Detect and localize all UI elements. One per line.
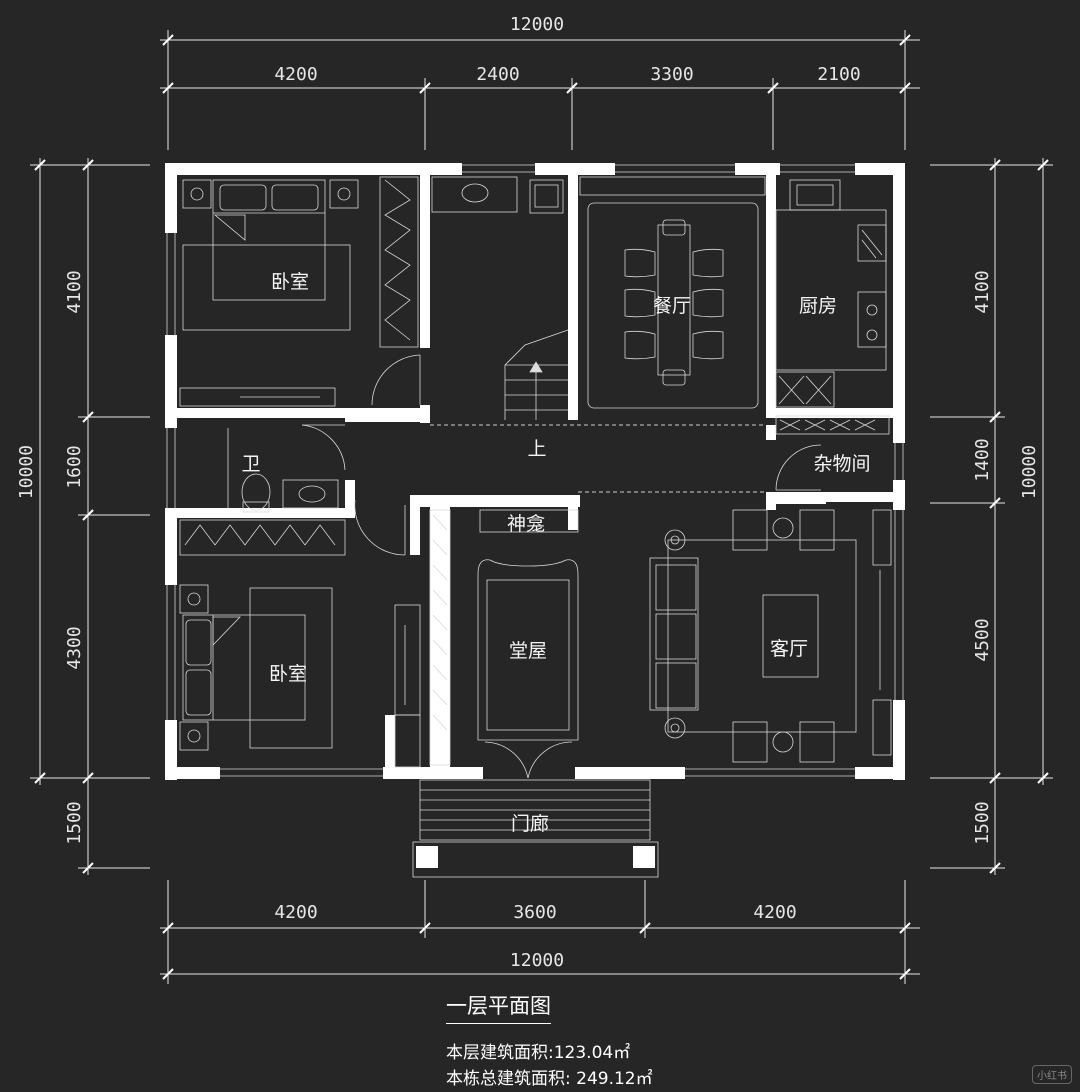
label-living: 客厅 bbox=[770, 638, 808, 660]
dim-top-total: 12000 bbox=[510, 14, 564, 35]
porch-column-right bbox=[633, 846, 655, 868]
walls bbox=[165, 163, 905, 780]
dim-top-seg-2: 2400 bbox=[476, 64, 519, 85]
dim-bottom-seg-1: 4200 bbox=[274, 902, 317, 923]
dim-left-seg-2: 1600 bbox=[64, 445, 85, 488]
dim-top-seg-4: 2100 bbox=[817, 64, 860, 85]
porch-column-left bbox=[416, 846, 438, 868]
stairs bbox=[504, 329, 569, 420]
bedroom-2-furniture bbox=[179, 584, 421, 768]
floor-area-text: 本层建筑面积:123.04㎡ bbox=[446, 1043, 631, 1063]
label-dining: 餐厅 bbox=[653, 295, 691, 317]
dim-top-seg-1: 4200 bbox=[274, 64, 317, 85]
dim-right-seg-1: 4100 bbox=[972, 270, 993, 313]
kitchen-furniture bbox=[775, 179, 890, 491]
label-kitchen: 厨房 bbox=[799, 295, 837, 317]
dining-furniture bbox=[579, 176, 766, 409]
dashed-lines bbox=[430, 424, 766, 493]
dim-bottom-seg-3: 4200 bbox=[753, 902, 796, 923]
label-porch: 门廊 bbox=[511, 813, 549, 835]
label-bedroom-2: 卧室 bbox=[269, 663, 307, 685]
bathroom-furniture bbox=[179, 424, 406, 556]
porch bbox=[412, 779, 659, 878]
dim-right-seg-4: 1500 bbox=[972, 801, 993, 844]
dimension-ticks bbox=[34, 34, 1049, 980]
dimension-lines bbox=[30, 30, 1053, 984]
label-stair-up: 上 bbox=[527, 438, 546, 460]
plan-title: 一层平面图 bbox=[446, 990, 551, 1024]
dim-bottom-total: 12000 bbox=[510, 950, 564, 971]
dim-left-seg-1: 4100 bbox=[64, 270, 85, 313]
label-bathroom: 卫 bbox=[241, 453, 260, 475]
label-storage: 杂物间 bbox=[813, 453, 870, 475]
living-furniture bbox=[649, 509, 892, 763]
hall-furniture bbox=[429, 509, 579, 779]
label-bedroom-1: 卧室 bbox=[271, 271, 309, 293]
bedroom-1-furniture bbox=[179, 176, 421, 407]
windows bbox=[166, 164, 904, 777]
dim-bottom-seg-2: 3600 bbox=[513, 902, 556, 923]
dim-left-seg-4: 1500 bbox=[64, 801, 85, 844]
dim-right-seg-3: 4500 bbox=[972, 618, 993, 661]
dim-right-total: 10000 bbox=[1019, 445, 1040, 499]
dim-left-total: 10000 bbox=[16, 445, 37, 499]
total-area-text: 本栋总建筑面积: 249.12㎡ bbox=[446, 1069, 653, 1089]
dim-top-seg-3: 3300 bbox=[650, 64, 693, 85]
watermark: 小红书 bbox=[1032, 1065, 1072, 1084]
dim-right-seg-2: 1400 bbox=[972, 438, 993, 481]
label-hall: 堂屋 bbox=[509, 640, 547, 662]
corridor-furniture bbox=[431, 176, 564, 214]
dim-left-seg-3: 4300 bbox=[64, 626, 85, 669]
label-shrine: 神龛 bbox=[507, 513, 545, 535]
